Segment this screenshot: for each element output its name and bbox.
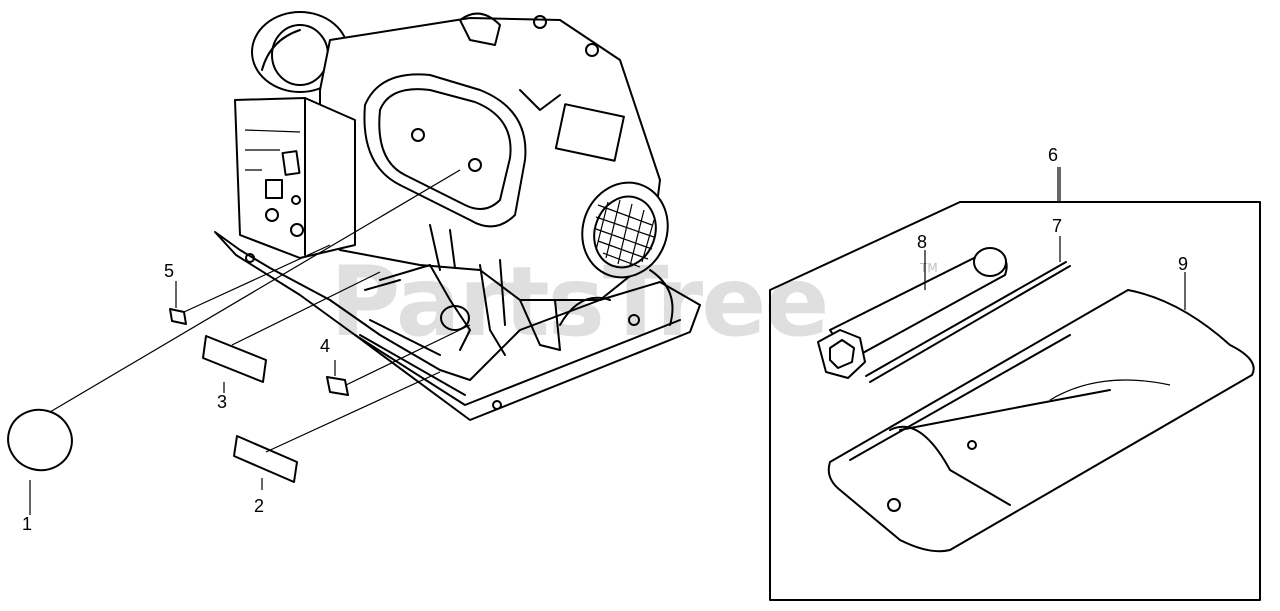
watermark-text: PartsTree <box>330 246 827 358</box>
part-4-small-label[interactable] <box>326 376 349 396</box>
part-8-box-wrench[interactable] <box>817 247 1008 379</box>
part-7-rod[interactable] <box>865 236 1071 383</box>
callout-5[interactable]: 5 <box>164 261 174 281</box>
watermark-tm: TM <box>919 261 938 275</box>
callout-7[interactable]: 7 <box>1052 216 1062 236</box>
part-1-oval-label[interactable] <box>1 403 78 478</box>
callout-2[interactable]: 2 <box>254 496 264 516</box>
callout-numbers: 1 2 3 4 5 6 7 8 9 <box>22 145 1188 534</box>
part-9-tool-bag[interactable] <box>827 272 1255 553</box>
callout-8[interactable]: 8 <box>917 232 927 252</box>
partstree-watermark: PartsTree TM <box>330 246 938 358</box>
callout-6[interactable]: 6 <box>1048 145 1058 165</box>
callout-3[interactable]: 3 <box>217 392 227 412</box>
part-2-label-plate[interactable] <box>233 435 298 483</box>
callout-4[interactable]: 4 <box>320 336 330 356</box>
callout-1[interactable]: 1 <box>22 514 32 534</box>
part-5-small-label[interactable] <box>169 308 187 325</box>
leader-lines-engine <box>29 169 471 515</box>
engine-assembly <box>214 11 701 421</box>
muffler-grille <box>595 199 655 268</box>
tool-kit-frame <box>769 167 1261 601</box>
part-3-label-plate[interactable] <box>202 335 267 383</box>
callout-9[interactable]: 9 <box>1178 254 1188 274</box>
